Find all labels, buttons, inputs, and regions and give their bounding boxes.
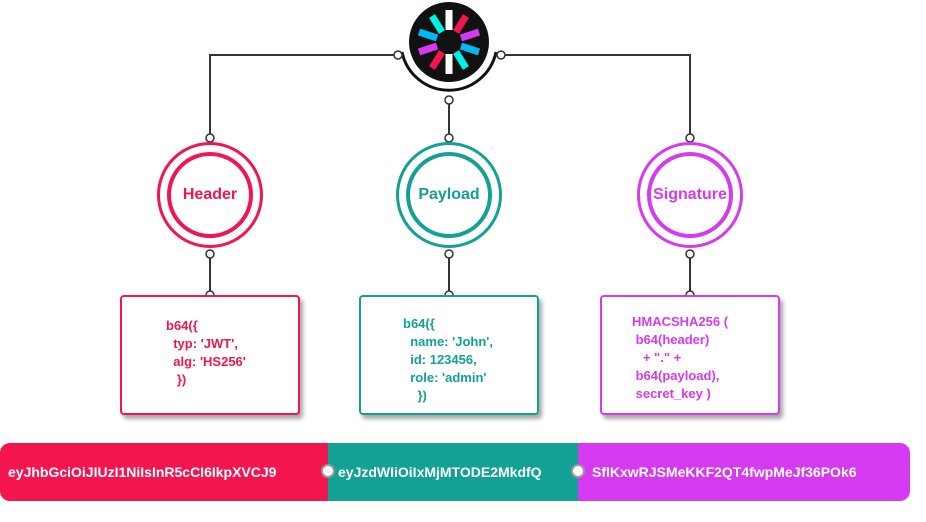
- payload-node: Payload: [396, 142, 502, 248]
- logo-arc: [400, 51, 498, 92]
- signature-code-box: HMACSHA256 ( b64(header) + "." + b64(pay…: [600, 295, 780, 415]
- signature-label: Signature: [647, 152, 733, 238]
- header-code: b64({ typ: 'JWT', alg: 'HS256' }): [166, 318, 246, 387]
- junction-dot: [444, 133, 454, 143]
- payload-label: Payload: [406, 152, 492, 238]
- junction-dot: [393, 50, 403, 60]
- header-label: Header: [167, 152, 253, 238]
- signature-code: HMACSHA256 ( b64(header) + "." + b64(pay…: [632, 314, 729, 401]
- jwt-logo-icon: [409, 2, 489, 82]
- junction-dot: [444, 95, 454, 105]
- junction-dot: [685, 249, 695, 259]
- payload-token: eyJzdWIiOiIxMjMTODE2MkdfQ: [328, 443, 590, 501]
- header-node: Header: [157, 142, 263, 248]
- junction-dot: [496, 50, 506, 60]
- signature-node: Signature: [637, 142, 743, 248]
- junction-dot: [444, 249, 454, 259]
- connector-signature: [501, 54, 691, 138]
- payload-code-box: b64({ name: 'John', id: 123456, role: 'a…: [359, 295, 539, 415]
- header-token: eyJhbGciOiJIUzI1NiIsInR5cCI6IkpXVCJ9: [0, 443, 340, 501]
- junction-dot: [205, 133, 215, 143]
- connector-header: [209, 54, 398, 138]
- token-separator-dot: [571, 464, 585, 478]
- token-separator-dot: [321, 464, 335, 478]
- junction-dot: [205, 249, 215, 259]
- junction-dot: [685, 133, 695, 143]
- header-code-box: b64({ typ: 'JWT', alg: 'HS256' }): [120, 295, 300, 415]
- signature-token: SflKxwRJSMeKKF2QT4fwpMeJf36POk6: [578, 443, 910, 501]
- payload-code: b64({ name: 'John', id: 123456, role: 'a…: [403, 316, 493, 403]
